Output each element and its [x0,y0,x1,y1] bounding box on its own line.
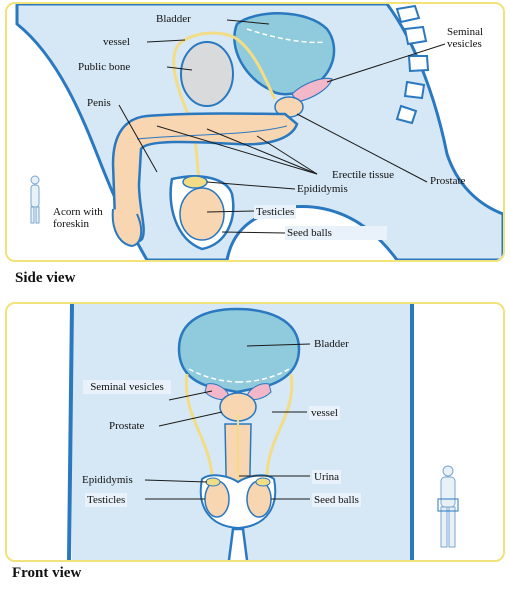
side-epididymis [182,175,208,189]
front-view-caption: Front view [12,565,82,581]
front-label-testicles: Testicles [85,493,128,507]
front-bladder [177,307,301,394]
front-person-icon [437,465,459,548]
side-seminal-vesicles [291,77,333,103]
side-label-vessel: vessel [103,36,130,48]
side-label-testicles: Testicles [254,205,297,219]
front-testicle-right [246,480,272,518]
side-label-bladder: Bladder [156,13,191,25]
front-label-urina: Urina [312,470,342,484]
side-leader-lines [118,19,446,234]
front-label-prostate: Prostate [109,420,145,432]
front-epididymis-left [205,477,221,487]
front-vas-deferens-left [184,373,217,495]
side-view-caption: Side view [15,270,76,286]
front-epididymis-right [255,477,271,487]
pubic-bone [180,41,234,107]
front-vas-deferens-right [263,373,294,495]
side-label-seed-balls: Seed balls [285,226,387,240]
side-label-acorn-with-foreskin: Acorn with foreskin [53,206,103,230]
front-label-vessel: vessel [309,406,340,420]
side-label-seminal-vesicles: Seminal vesicles [447,26,484,50]
side-person-icon [30,175,40,224]
side-label-epididymis: Epididymis [297,183,348,195]
side-label-public-bone: Public bone [78,61,131,73]
side-label-erectile-tissue: Erectile tissue [332,169,395,181]
front-label-seed-balls: Seed balls [312,493,361,507]
spine [395,4,430,125]
front-view-panel: Bladder Seminal vesicles vessel Prostate… [5,302,505,562]
front-label-seminal-vesicles: Seminal vesicles [83,380,171,394]
side-view-panel: Bladder vessel Public bone Penis Seminal… [5,2,505,262]
side-testicle [179,187,225,241]
front-testicle-left [204,480,230,518]
front-leader-lines [144,343,311,500]
front-view-illustration [67,304,459,560]
front-label-bladder: Bladder [314,338,349,350]
side-view-illustration [15,4,503,260]
side-acorn [111,208,143,248]
side-label-penis: Penis [87,97,111,109]
front-label-epididymis: Epididymis [82,474,133,486]
side-label-prostate: Prostate [430,175,466,187]
